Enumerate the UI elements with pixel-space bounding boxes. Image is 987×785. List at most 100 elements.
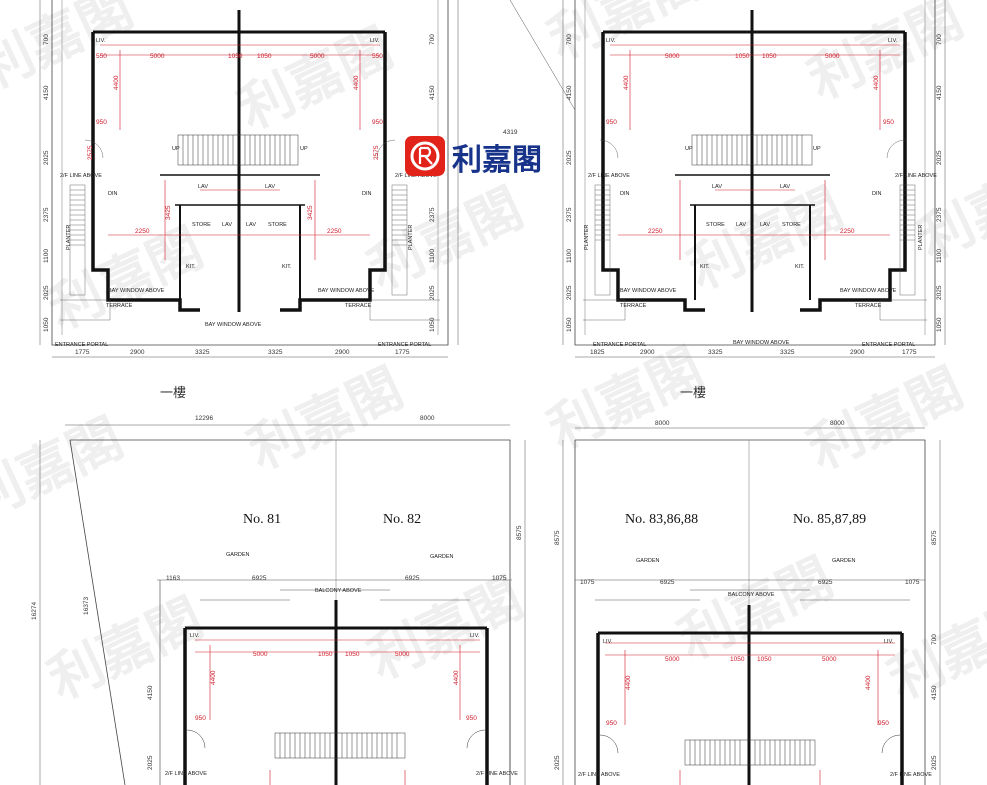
- dim-text: 1050: [43, 317, 50, 332]
- dim-text: 4150: [429, 85, 436, 100]
- dim-text: 2025: [566, 285, 573, 300]
- floor-label-right: 一樓: [680, 386, 706, 401]
- dim-text: 2025: [931, 755, 938, 770]
- dim-text: 4400: [625, 675, 632, 690]
- dim-text: 4400: [623, 75, 630, 90]
- dim-text: 6925: [252, 575, 267, 582]
- dim-text: 16274: [31, 602, 38, 620]
- room-label: TERRACE: [106, 303, 133, 309]
- dim-text: 16373: [83, 597, 90, 615]
- dim-text: 2375: [566, 207, 573, 222]
- dim-text: 950: [195, 715, 206, 722]
- dim-text: 950: [606, 720, 617, 727]
- dim-text: 1050: [318, 651, 333, 658]
- dim-text: 2025: [43, 285, 50, 300]
- watermark-text: 利嘉閣: [798, 355, 972, 481]
- watermark-text: 利嘉閣: [238, 355, 412, 481]
- dim-text: 2900: [130, 349, 145, 356]
- dim-text: 8575: [516, 525, 523, 540]
- room-label: 2/F LINE ABOVE: [578, 772, 620, 778]
- dim-text: 950: [878, 720, 889, 727]
- dim-text: 4400: [453, 670, 460, 685]
- unit-label-81: No. 81: [243, 512, 281, 527]
- dim-text: 1775: [902, 349, 917, 356]
- room-label: UP: [300, 146, 308, 152]
- room-label: LAV: [712, 184, 722, 190]
- room-label: GARDEN: [636, 558, 660, 564]
- unit-label-85: No. 85,87,89: [793, 512, 866, 527]
- unit-label-83: No. 83,86,88: [625, 512, 698, 527]
- dim-text: 550: [372, 53, 383, 60]
- dim-text: 3425: [165, 205, 172, 220]
- room-label: TERRACE: [345, 303, 372, 309]
- room-label: LAV: [780, 184, 790, 190]
- dim-text: 2575: [373, 145, 380, 160]
- dim-text: 4400: [353, 75, 360, 90]
- floor-label-left: 一樓: [160, 386, 186, 401]
- room-label: 2/F LINE ABOVE: [165, 771, 207, 777]
- dim-text: 550: [96, 53, 107, 60]
- dim-text: 950: [96, 119, 107, 126]
- dim-text: 2025: [43, 150, 50, 165]
- room-label: DIN: [108, 191, 118, 197]
- watermark-text: 利嘉閣: [38, 215, 212, 341]
- dim-text: 700: [429, 34, 436, 45]
- room-label: BAY WINDOW ABOVE: [620, 288, 677, 294]
- room-label: ENTRANCE PORTAL: [378, 342, 431, 348]
- dim-text: 1050: [936, 317, 943, 332]
- unit-label-82: No. 82: [383, 512, 421, 527]
- dims-side-top-left: 700 4150 2025 2375 1100 2025 1050: [43, 34, 50, 332]
- labels-top-left: LIV. LIV. 5000 5000 1050 1050 4400 4400 …: [55, 38, 437, 348]
- dim-text: 2025: [566, 150, 573, 165]
- dim-text: 1050: [429, 317, 436, 332]
- room-label: PLANTER: [918, 225, 924, 250]
- labels-top-right: LIV. LIV. 5000 5000 1050 1050 4400 4400 …: [503, 38, 937, 348]
- room-label: GARDEN: [832, 558, 856, 564]
- room-label: 2/F LINE ABOVE: [895, 173, 937, 179]
- dim-text: 5000: [395, 651, 410, 658]
- dim-text: 5000: [665, 656, 680, 663]
- room-label: ENTRANCE PORTAL: [862, 342, 915, 348]
- room-label: TERRACE: [855, 303, 882, 309]
- room-label: STORE: [706, 222, 725, 228]
- dims-bottom-top-right: 1825 2900 3325 3325 2900 1775: [590, 349, 917, 356]
- dim-text: 6925: [818, 579, 833, 586]
- dim-text: 1075: [580, 579, 595, 586]
- dim-text: 3325: [780, 349, 795, 356]
- plan-top-right: [509, 0, 946, 358]
- room-label: STORE: [268, 222, 287, 228]
- dim-text: 950: [466, 715, 477, 722]
- watermark-text: 利嘉閣: [908, 145, 987, 271]
- dim-text: 2900: [640, 349, 655, 356]
- room-label: LAV: [265, 184, 275, 190]
- dim-text: 3325: [708, 349, 723, 356]
- dim-text: 2250: [840, 228, 855, 235]
- dim-text: 5000: [665, 53, 680, 60]
- dim-text: 3425: [307, 205, 314, 220]
- dim-text: 700: [43, 34, 50, 45]
- room-label: 2/F LINE ABOVE: [890, 772, 932, 778]
- room-label: KIT.: [700, 264, 710, 270]
- dim-text: 950: [606, 119, 617, 126]
- plan-top-left: [39, 0, 459, 358]
- room-label: KIT.: [795, 264, 805, 270]
- dim-text: 3325: [195, 349, 210, 356]
- room-label: BAY WINDOW ABOVE: [108, 288, 165, 294]
- dim-text: 4150: [931, 685, 938, 700]
- dims-side-top-right: 700 4150 2025 2375 1100 2025 1050 700 41…: [566, 34, 943, 332]
- dim-text: 1100: [936, 249, 943, 263]
- dim-text: 2025: [936, 150, 943, 165]
- room-label: UP: [813, 146, 821, 152]
- labels-bottom-right: 8000 8000 No. 83,86,88 No. 85,87,89 GARD…: [554, 420, 938, 778]
- dim-text: 2025: [429, 285, 436, 300]
- dim-text: 2375: [429, 207, 436, 222]
- watermark-text: 利嘉閣: [668, 545, 842, 671]
- room-label: 2/F LINE ABOVE: [476, 771, 518, 777]
- brand-name: 利嘉閣: [452, 143, 542, 178]
- room-label: LIV.: [603, 639, 613, 645]
- room-label: STORE: [782, 222, 801, 228]
- dim-text: 1050: [762, 53, 777, 60]
- plan-bottom-right: [562, 427, 941, 785]
- dim-text: 8000: [655, 420, 670, 427]
- dim-text: 4319: [503, 129, 518, 136]
